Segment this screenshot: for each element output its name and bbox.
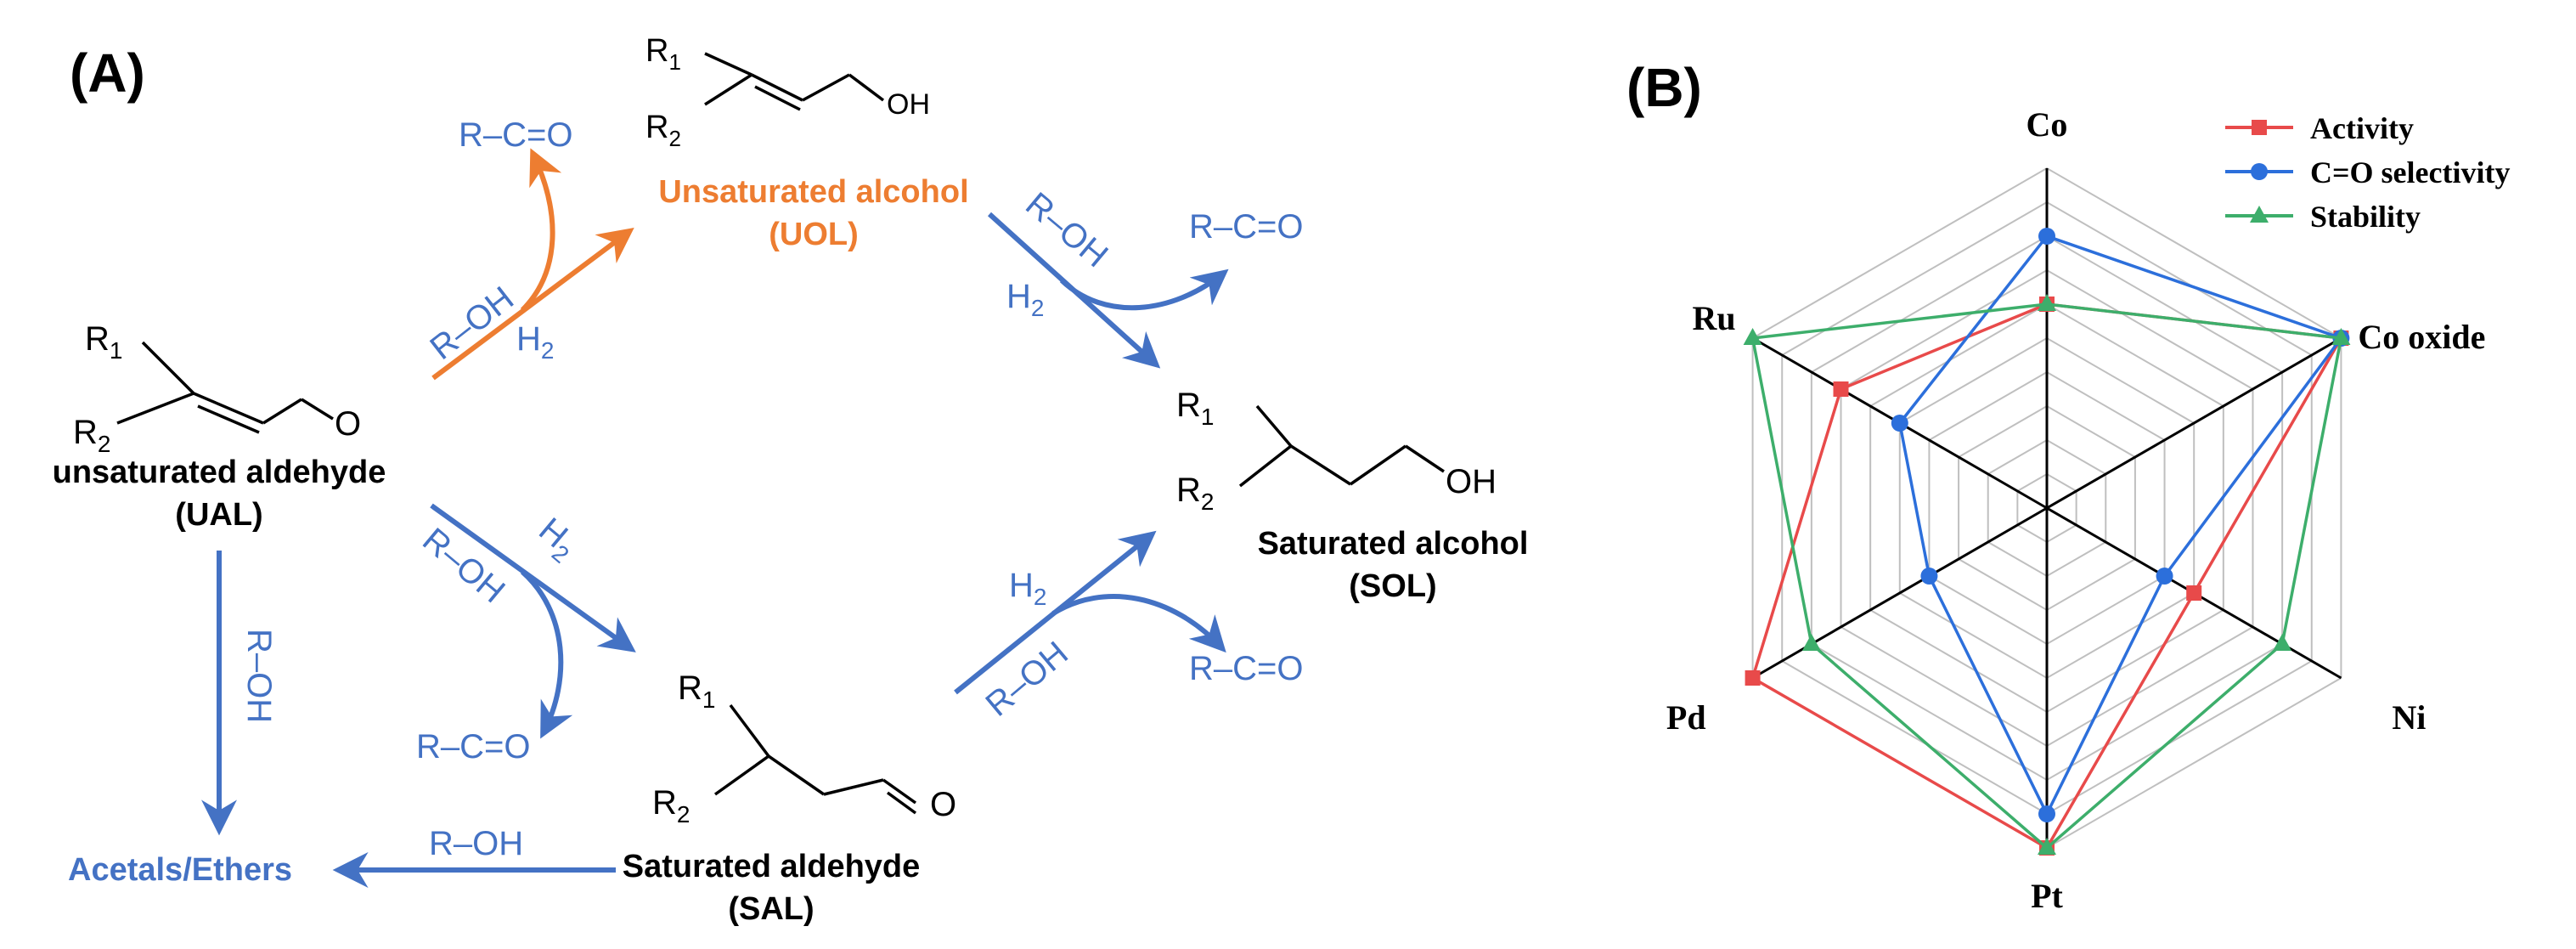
radar-axis-label: Pd [1666, 698, 1706, 737]
sal-name: Saturated aldehyde [623, 849, 921, 884]
radar-point-stability [2331, 328, 2351, 345]
radar-point-stability [2273, 634, 2292, 651]
h2-label-sal: H2 [528, 511, 585, 568]
radar-point-stability [2038, 838, 2056, 855]
panel-a: (A) R1 R2 O unsaturated aldehyde (UAL) R… [53, 33, 1529, 927]
ual-r1: R1 [85, 320, 122, 364]
radar-spoke [1751, 506, 2048, 680]
roh-label-acetals-vertical: R–OH [240, 629, 278, 723]
h2-label-sol-top: H2 [1006, 278, 1044, 321]
legend-marker [2251, 163, 2268, 180]
sal-abbr: (SAL) [728, 891, 814, 927]
radar-point-activity [1745, 670, 1761, 686]
arrow-sal-to-acetals: R–OH [332, 825, 616, 888]
sal-molecule [713, 703, 917, 815]
sol-molecule [1238, 404, 1445, 488]
radar-axis-label: Co [2026, 105, 2068, 144]
roh-label-acetals-horizontal: R–OH [429, 825, 523, 862]
radar-point-stability [1801, 634, 1821, 651]
radar-point-c-o-selectivity [2156, 568, 2173, 585]
uol-r1: R1 [645, 33, 681, 75]
sal-r1: R1 [678, 669, 715, 713]
ual-molecule [116, 341, 334, 434]
sal-r2: R2 [652, 784, 690, 828]
rco-label-sol-bottom: R–C=O [1189, 650, 1304, 687]
radar-point-c-o-selectivity [1920, 568, 1938, 585]
ual-name: unsaturated aldehyde [53, 455, 386, 490]
radar-point-activity [2186, 585, 2202, 601]
radar-series-c-o-selectivity-line [1897, 234, 2344, 817]
radar-axis-label: Ru [1692, 299, 1735, 337]
roh-label-sol-top: R–OH [1018, 185, 1114, 274]
uol-oh: OH [887, 88, 930, 121]
radar-point-c-o-selectivity [2038, 805, 2055, 822]
legend-marker [2250, 206, 2269, 223]
legend-label: Stability [2310, 200, 2421, 234]
roh-label-sal: R–OH [415, 521, 511, 610]
sal-o: O [930, 786, 956, 823]
panel-b-label: (B) [1626, 57, 1702, 118]
uol-r2: R2 [645, 110, 681, 151]
sol-oh: OH [1446, 463, 1497, 500]
arrow-uol-to-sol: R–OH H2 R–C=O [987, 185, 1304, 369]
panel-a-label: (A) [70, 42, 145, 104]
uol-abbr: (UOL) [769, 217, 859, 252]
arrow-ual-to-uol: R–OH H2 R–C=O [423, 116, 634, 381]
ual-o: O [335, 405, 361, 443]
uol-molecule [704, 52, 885, 111]
radar-axis-label: Pt [2031, 877, 2063, 915]
sol-r2: R2 [1176, 472, 1214, 515]
radar-point-stability [2038, 294, 2056, 311]
radar-spoke [2046, 336, 2342, 510]
radar-series [1743, 228, 2351, 856]
ual-r2: R2 [73, 414, 110, 457]
legend-label: C=O selectivity [2310, 155, 2510, 189]
rco-label-sal: R–C=O [416, 728, 531, 765]
legend-label: Activity [2310, 111, 2414, 145]
h2-label-sol-bottom: H2 [1009, 567, 1046, 610]
acetals-label: Acetals/Ethers [68, 852, 292, 888]
ual-abbr: (UAL) [175, 497, 262, 533]
radar-axis-label: Ni [2392, 698, 2426, 737]
radar-point-stability [1743, 328, 1762, 345]
radar-point-activity [1833, 381, 1849, 397]
legend-marker [2252, 120, 2267, 135]
arrow-ual-to-sal: R–OH H2 R–C=O [415, 503, 636, 765]
rco-label-uol: R–C=O [459, 116, 573, 154]
sol-abbr: (SOL) [1349, 568, 1436, 604]
sol-name: Saturated alcohol [1258, 526, 1529, 562]
sol-r1: R1 [1176, 387, 1214, 430]
h2-label-uol: H2 [516, 320, 554, 364]
arrow-ual-to-acetals: R–OH [201, 551, 278, 836]
radar-point-c-o-selectivity [2038, 228, 2055, 245]
rco-label-sol-top: R–C=O [1189, 208, 1304, 246]
arrow-sal-to-sol: H2 R–OH R–C=O [954, 530, 1304, 724]
roh-label-sol-bottom: R–OH [979, 635, 1075, 724]
radar-point-c-o-selectivity [1891, 415, 1908, 432]
radar-axis-label: Co oxide [2358, 318, 2485, 356]
uol-name: Unsaturated alcohol [658, 174, 968, 210]
